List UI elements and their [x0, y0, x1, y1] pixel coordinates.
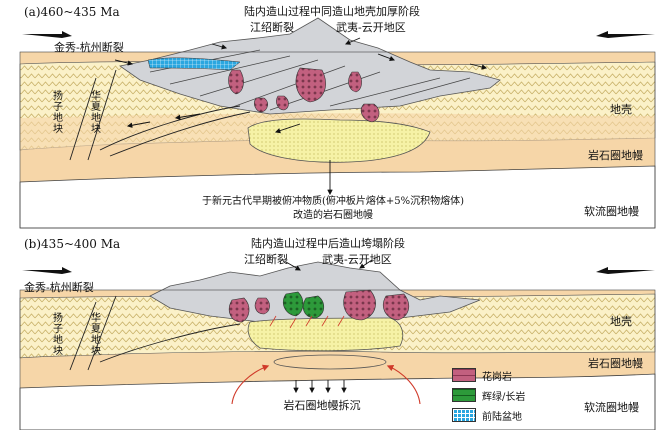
panel-b-tag: (b)435~400 Ma: [24, 237, 121, 251]
panel-b-jiangshao-fault: 江绍断裂: [244, 253, 288, 266]
panel-a-jiangshao-fault: 江绍断裂: [250, 21, 294, 34]
panel-a-stage: 陆内造山过程中同造山地壳加厚阶段: [244, 5, 420, 18]
panel-b-delamination: 岩石圈地幔拆沉: [283, 399, 361, 412]
motion-arrows: [114, 37, 488, 196]
melt-paths: [269, 315, 345, 329]
panel-a-tag: (a)460~435 Ma: [24, 5, 120, 19]
panel-a-asthenosphere: 软流圈地幔: [584, 205, 639, 218]
panel-a-wuyi-yunkai: 武夷-云开地区: [336, 21, 406, 34]
panel-b-lithospheric-mantle: 岩石圈地幔: [588, 357, 643, 370]
foreland-basin: [147, 57, 241, 71]
panel-a: [19, 17, 656, 229]
legend-label: 前陆盆地: [482, 412, 522, 423]
asthenosphere-layer: [19, 165, 656, 229]
modified-mantle: [247, 118, 431, 163]
panel-b-asthenosphere: 软流圈地幔: [584, 401, 639, 414]
motion-arrows: [285, 259, 373, 394]
panel-a-lithospheric-mantle: 岩石圈地幔: [588, 149, 643, 162]
panel-b-yangtze-block: 扬子地块: [50, 312, 62, 356]
diabase-swatch-icon: [452, 388, 476, 402]
panel-a-crust: 地壳: [610, 103, 632, 116]
thrust-sheet: [119, 17, 501, 115]
asthenosphere-layer: [19, 373, 656, 430]
plate-arrow-left: [22, 31, 72, 38]
panel-b-cathaysia-block: 华夏地块: [88, 312, 100, 356]
panel-b-crust: 地壳: [610, 315, 632, 328]
panel-a-cathaysia-block: 华夏地块: [88, 90, 100, 134]
panel-a-source-line2: 改造的岩石圈地幔: [293, 210, 373, 221]
panel-a-yangtze-block: 扬子地块: [50, 90, 62, 134]
upwelling-arrows: [231, 364, 421, 405]
panel-a-source-line1: 于新元古代早期被俯冲物质(俯冲板片熔体+5%沉积物熔体): [201, 196, 465, 207]
panel-b-wuyi-yunkai: 武夷-云开地区: [322, 253, 392, 266]
granite-bodies: [228, 67, 380, 123]
block-faults: [69, 69, 251, 161]
panel-a-jinxiu-fault: 金秀-杭州断裂: [54, 41, 124, 54]
legend-label: 辉绿/长岩: [482, 392, 526, 403]
intrusive-bodies: [229, 289, 410, 323]
plate-arrow-left: [22, 267, 72, 274]
plate-arrow-right: [596, 31, 655, 38]
delaminated-slab: [273, 354, 387, 370]
panel-b: [19, 259, 656, 430]
modified-mantle: [247, 317, 404, 352]
panel-b-stage: 陆内造山过程中后造山垮塌阶段: [251, 237, 405, 250]
granite-swatch-icon: [452, 368, 476, 382]
plate-arrow-right: [596, 267, 655, 274]
foreland-swatch-icon: [452, 408, 476, 422]
legend-label: 花岗岩: [482, 372, 512, 383]
block-faults: [69, 295, 241, 371]
panel-b-jinxiu-fault: 金秀-杭州断裂: [24, 281, 94, 294]
